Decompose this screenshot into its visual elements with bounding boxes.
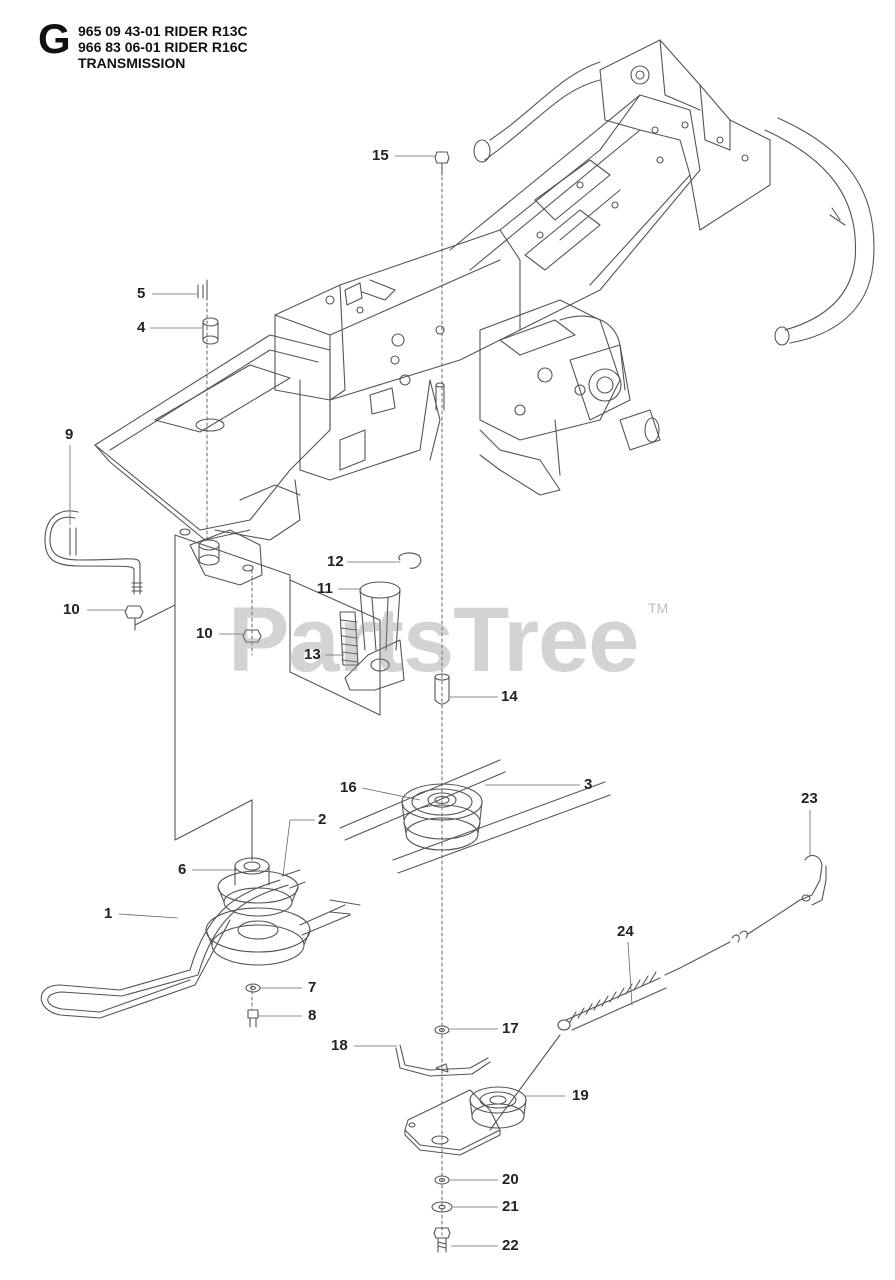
chassis-frame [94, 39, 875, 541]
callout-7: 7 [308, 979, 317, 996]
callout-4: 4 [137, 319, 146, 336]
callout-8: 8 [308, 1007, 317, 1024]
callout-19: 19 [572, 1087, 589, 1104]
callout-21: 21 [502, 1198, 519, 1215]
callout-1: 1 [104, 905, 113, 922]
callout-18: 18 [331, 1037, 348, 1054]
partstree-watermark: PartsTree [228, 589, 639, 691]
callout-2: 2 [318, 811, 327, 828]
callout-6: 6 [178, 861, 187, 878]
callout-10: 10 [63, 601, 80, 618]
callout-17: 17 [502, 1020, 519, 1037]
callout-22: 22 [502, 1237, 519, 1254]
trademark-mark: TM [648, 600, 669, 616]
diagram-title: TRANSMISSION [78, 55, 186, 71]
section-letter: G [38, 15, 71, 62]
callout-12: 12 [327, 553, 344, 570]
callout-13: 13 [304, 646, 321, 663]
callout-16: 16 [340, 779, 357, 796]
callout-23: 23 [801, 790, 818, 807]
callout-10-middle: 10 [196, 625, 213, 642]
callout-9: 9 [65, 426, 74, 443]
callout-15: 15 [372, 147, 389, 164]
model-line-1: 965 09 43-01 RIDER R13C [78, 23, 248, 39]
callout-20: 20 [502, 1171, 519, 1188]
callout-24: 24 [617, 923, 634, 940]
callout-11: 11 [317, 580, 333, 597]
callout-14: 14 [501, 688, 518, 705]
model-line-2: 966 83 06-01 RIDER R16C [78, 39, 248, 55]
callout-3: 3 [584, 776, 593, 793]
spring-coils [565, 971, 667, 1031]
callout-5: 5 [137, 285, 146, 302]
